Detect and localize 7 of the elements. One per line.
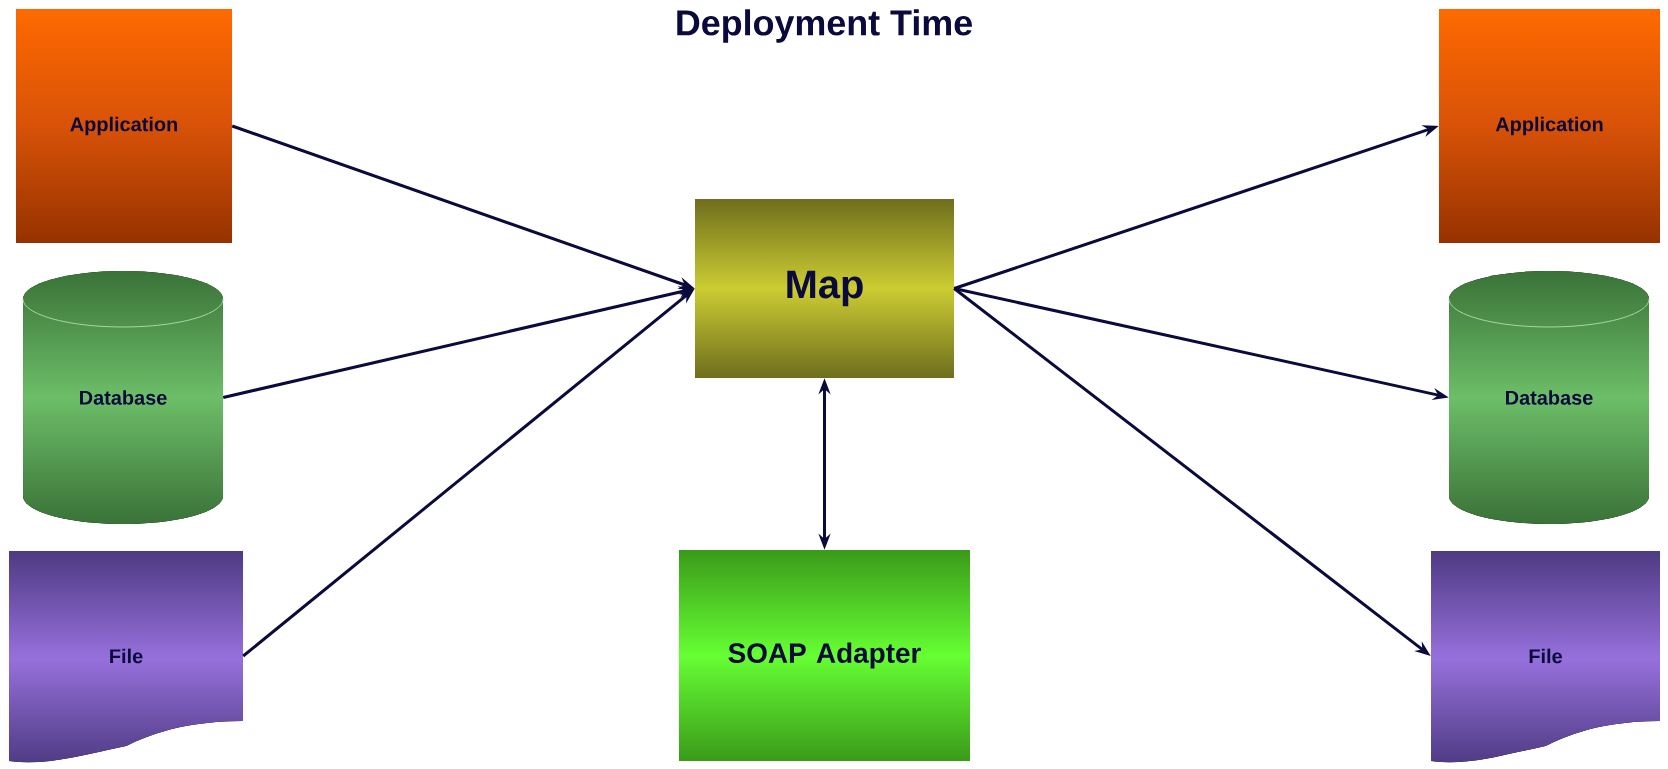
- adapter-box: SOAP Adapter: [679, 550, 970, 761]
- app-box: Application: [16, 9, 232, 243]
- app-box: Application: [1439, 9, 1660, 243]
- map-box: Map: [695, 199, 954, 378]
- title: Deployment Time: [677, 9, 972, 43]
- database-cylinder: Database: [22, 271, 224, 524]
- database-cylinder: Database: [1448, 271, 1650, 524]
